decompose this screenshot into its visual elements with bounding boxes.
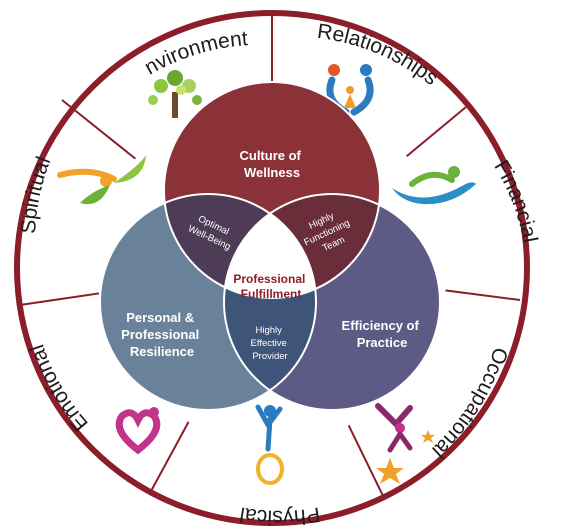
venn-diagram [99, 81, 441, 411]
label-efficiency-of-practice: Efficiency of Practice [342, 318, 423, 350]
venn-center [224, 194, 316, 298]
leaf-figure-icon [57, 155, 146, 205]
heart-figure-icon [115, 407, 161, 455]
segment-label-physical: Physical [238, 502, 322, 527]
label-culture-of-wellness: Culture of Wellness [239, 148, 304, 180]
label-professional-fulfillment: Professional Fulfillment [233, 272, 308, 301]
stretch-figure-icon [255, 404, 284, 485]
swoosh-figure-icon [392, 166, 476, 205]
tree-icon [148, 70, 202, 118]
label-personal-professional-resilience: Personal & Professional Resilience [121, 310, 203, 359]
star-figure-icon [375, 403, 435, 484]
label-highly-effective-provider: Highly Effective Provider [251, 325, 290, 362]
